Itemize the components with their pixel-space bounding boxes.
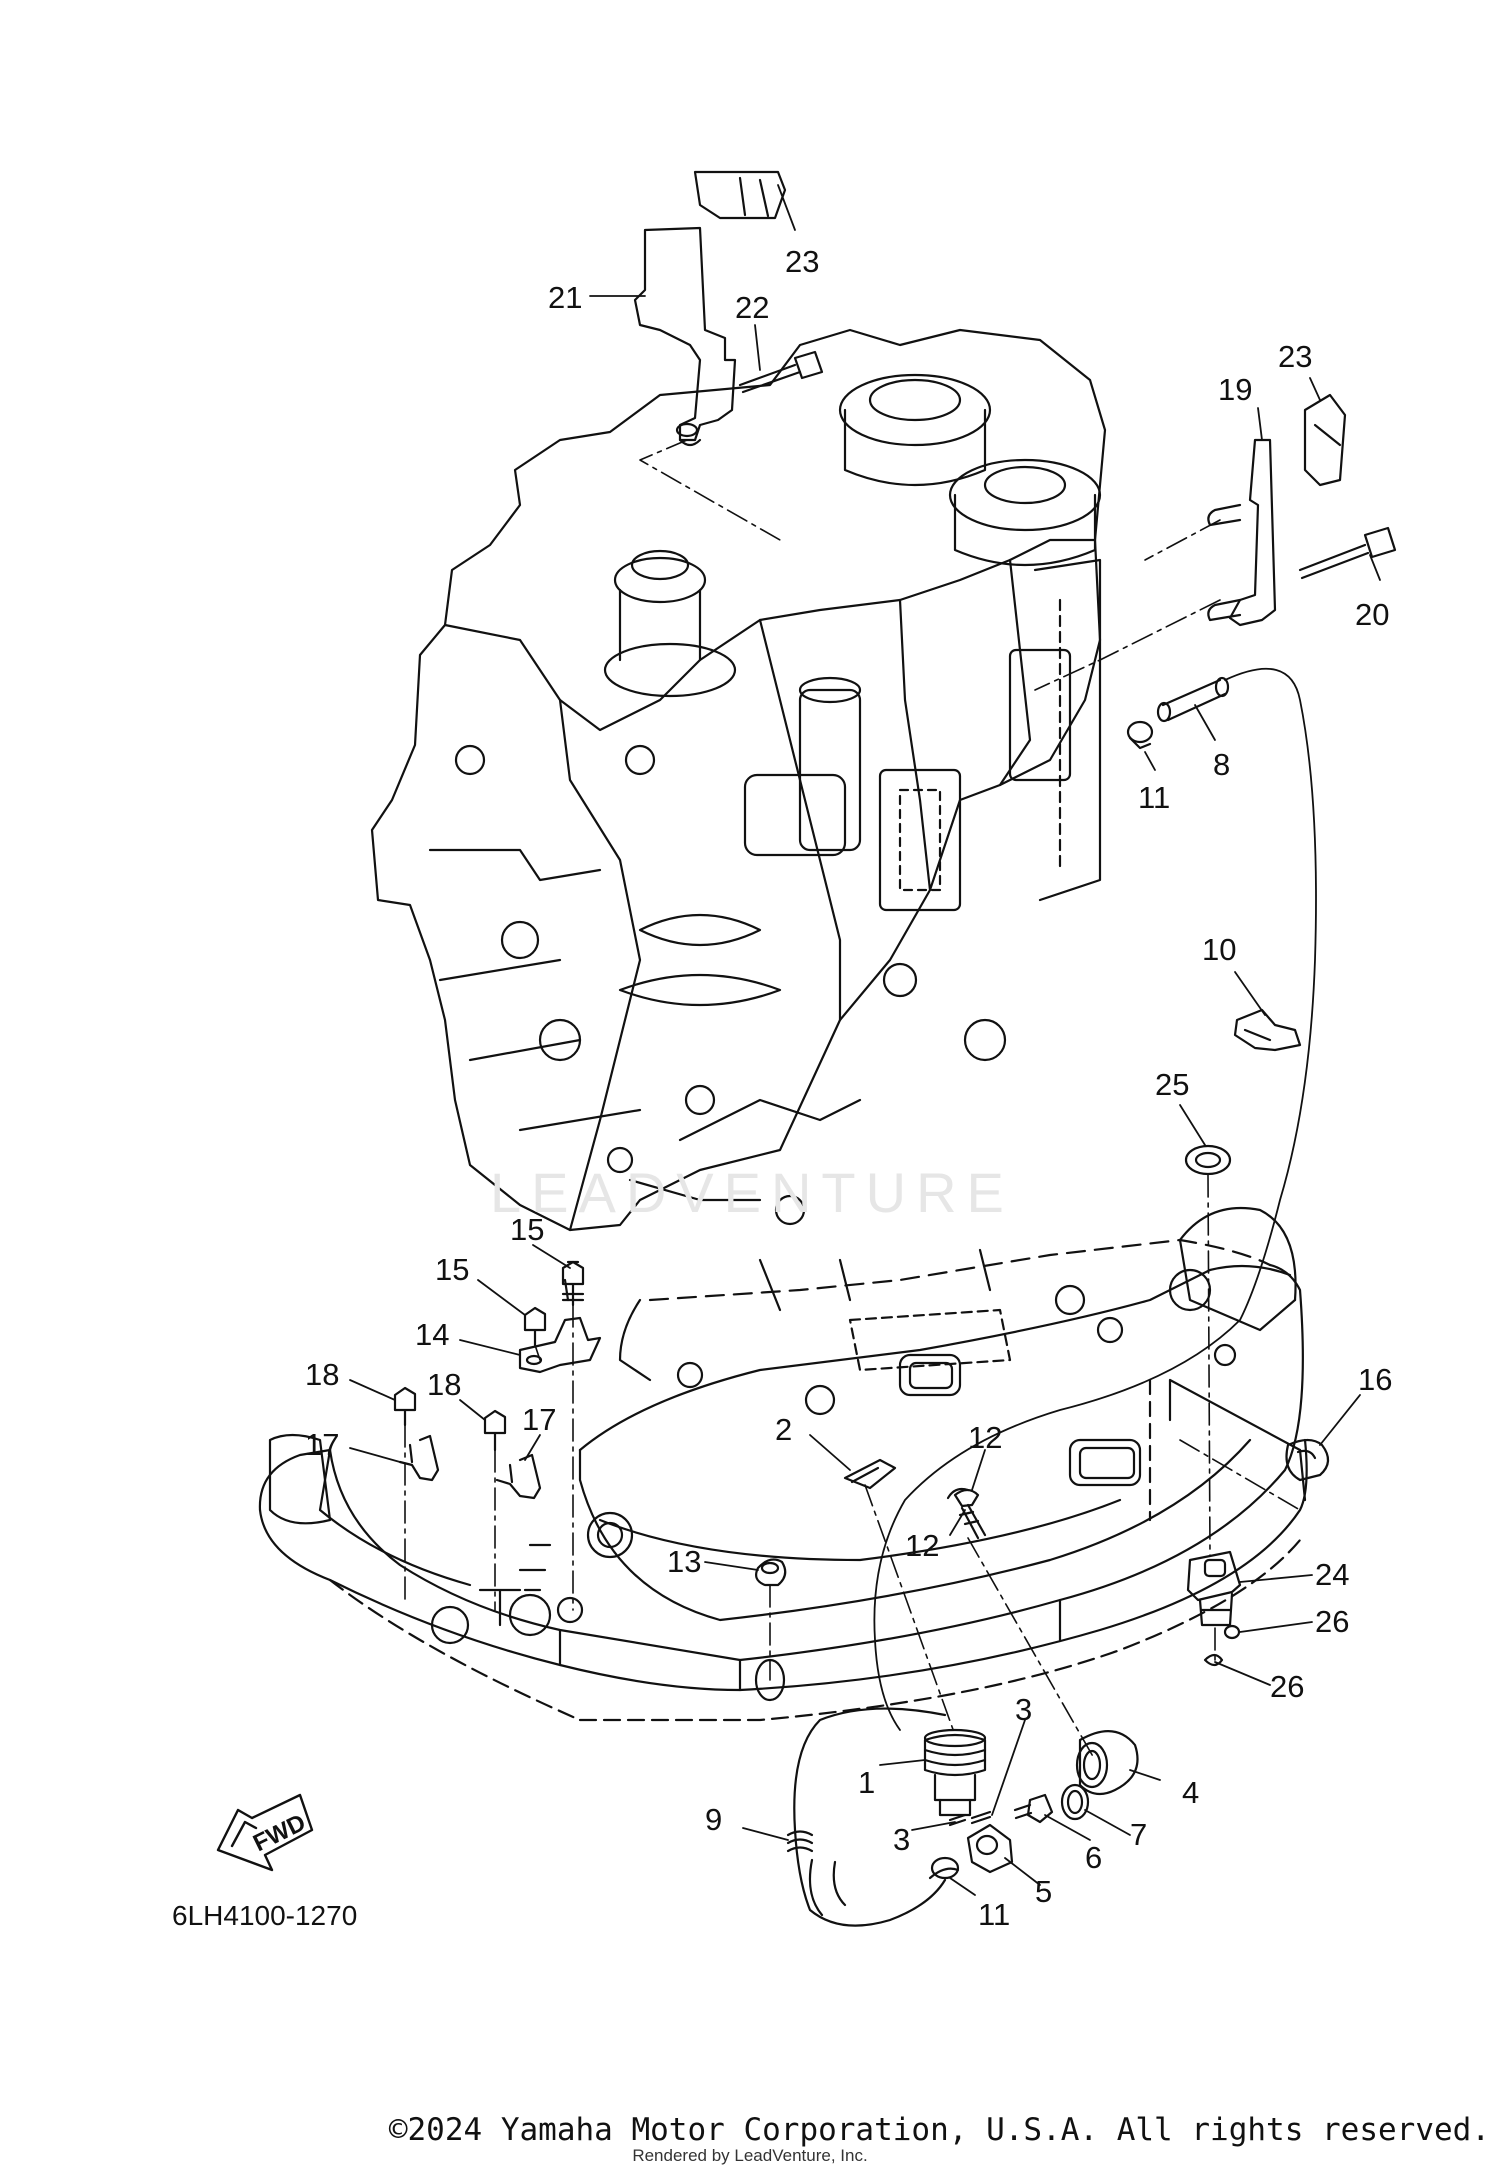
callout-18: 18 [427,1367,461,1402]
clamp-11-top [1126,720,1154,750]
hose-lower [793,1707,960,1927]
diagram-reference-code: 6LH4100-1270 [172,1900,357,1931]
cover-23-top [693,170,787,220]
callout-15: 15 [510,1212,544,1247]
bracket-19 [1207,438,1277,627]
grommet-13 [755,1558,787,1587]
rendered-by-note: Rendered by LeadVenture, Inc. [632,2146,868,2165]
callout-23: 23 [1278,339,1312,374]
callout-4: 4 [1182,1775,1199,1810]
callout-5: 5 [1035,1874,1052,1909]
callout-26: 26 [1315,1604,1349,1639]
clips-17 [398,1434,542,1500]
engine-block [370,328,1107,1232]
watermark: LEADVENTURE [490,1161,1014,1224]
callout-21: 21 [548,280,582,315]
drain-assy-1 [923,1728,987,1817]
grommet-25 [1184,1144,1232,1176]
callout-25: 25 [1155,1067,1189,1102]
assembly-lines [404,439,1301,1761]
plate-2 [843,1458,897,1490]
pipe-8 [1156,676,1230,723]
callout-23: 23 [785,244,819,279]
callout-19: 19 [1218,372,1252,407]
callout-9: 9 [705,1802,722,1837]
callout-18: 18 [305,1357,339,1392]
fwd-arrow-icon [216,1793,314,1872]
nipple-6 [1013,1793,1054,1824]
bracket-21 [633,226,737,447]
callout-12: 12 [905,1528,939,1563]
nut-5 [966,1823,1014,1874]
callout-8: 8 [1213,747,1230,782]
bolts-18 [393,1386,507,1452]
callout-17: 17 [305,1427,339,1462]
callout-1: 1 [858,1765,875,1800]
callout-2: 2 [775,1412,792,1447]
callout-3: 3 [893,1822,910,1857]
callout-6: 6 [1085,1840,1102,1875]
clamps-26 [1203,1624,1241,1667]
bolts-15 [523,1260,585,1347]
cover-23-right [1303,393,1347,487]
callout-12: 12 [968,1420,1002,1455]
pins-3 [948,1810,992,1827]
bolt-22 [738,350,824,394]
bolt-20 [1298,526,1397,580]
callout-22: 22 [735,290,769,325]
copyright-notice: ©2024 Yamaha Motor Corporation, U.S.A. A… [388,2112,1490,2148]
callout-15: 15 [435,1252,469,1287]
callout-labels: 21 23 22 23 19 20 8 11 10 25 15 15 14 18… [305,244,1392,1932]
bottom-cowling [258,1206,1308,1722]
callout-3: 3 [1015,1692,1032,1727]
callout-13: 13 [667,1544,701,1579]
callout-17: 17 [522,1402,556,1437]
callout-7: 7 [1130,1817,1147,1852]
cap-4 [1075,1730,1139,1796]
clamp-10 [1233,1008,1302,1052]
callout-14: 14 [415,1317,449,1352]
callout-24: 24 [1315,1557,1349,1592]
callout-11: 11 [978,1897,1010,1932]
band-9 [786,1830,814,1853]
leader-lines [349,184,1381,1896]
callout-26: 26 [1270,1669,1304,1704]
grommet-24 [1186,1550,1242,1627]
plate-14 [518,1316,602,1374]
oring-7 [1060,1783,1090,1821]
callout-20: 20 [1355,597,1389,632]
grommet-16 [1285,1438,1330,1482]
clamp-11-bottom [930,1856,960,1880]
callout-11: 11 [1138,780,1170,815]
callout-10: 10 [1202,932,1236,967]
callout-16: 16 [1358,1362,1392,1397]
hose-upper [873,667,1317,1731]
